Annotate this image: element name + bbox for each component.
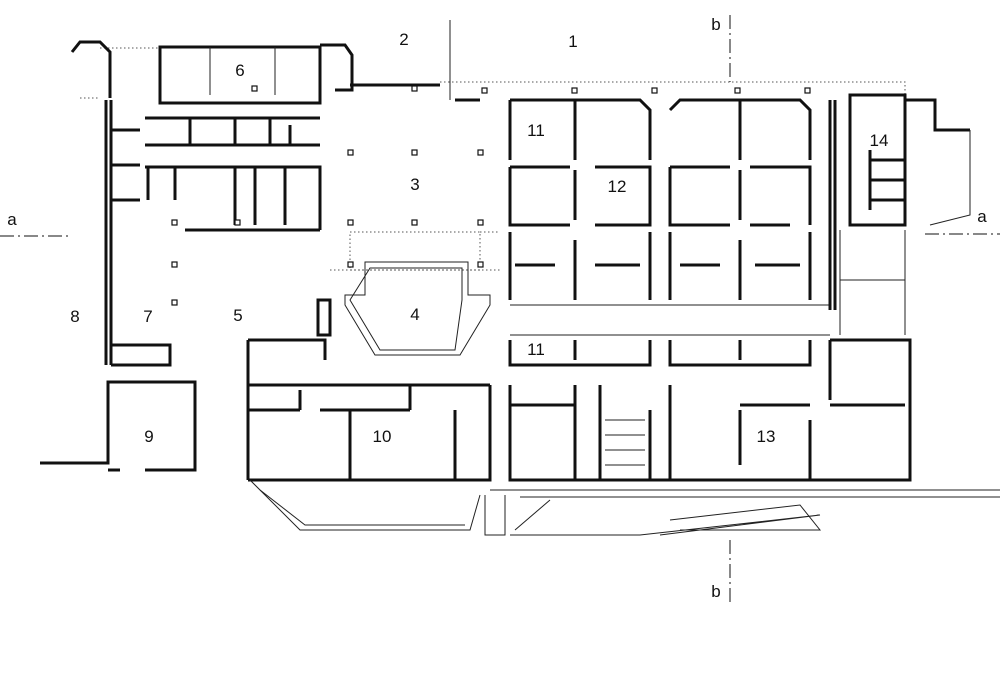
walls-west <box>40 40 354 472</box>
room-label-5: 5 <box>233 306 243 325</box>
room-label-7: 7 <box>143 307 153 326</box>
room-label-12: 12 <box>607 177 627 196</box>
room-label-11-lower: 11 <box>527 340 545 359</box>
walls-room-14 <box>848 93 971 227</box>
room-label-8: 8 <box>70 307 80 326</box>
room-label-14: 14 <box>869 131 889 150</box>
section-marker-a-left: a <box>7 210 17 229</box>
room-label-9: 9 <box>144 427 154 446</box>
section-marker-b-top: b <box>711 15 721 34</box>
room-label-3: 3 <box>410 175 420 194</box>
ramps <box>249 230 1000 536</box>
columns <box>171 85 811 306</box>
dotted-outline <box>80 47 906 271</box>
section-marker-a-right: a <box>977 207 987 226</box>
section-line-a <box>0 233 1000 237</box>
walls-room-10 <box>248 383 492 482</box>
walls-central <box>246 20 491 480</box>
walls-east <box>508 98 912 482</box>
room-label-10: 10 <box>372 427 392 446</box>
room-label-2: 2 <box>399 30 409 49</box>
room-label-4: 4 <box>410 305 420 324</box>
room-label-1: 1 <box>568 32 578 51</box>
section-marker-b-bottom: b <box>711 582 721 601</box>
room-label-13: 13 <box>756 427 776 446</box>
room-label-6: 6 <box>235 61 245 80</box>
room-label-11-upper: 11 <box>527 121 545 140</box>
